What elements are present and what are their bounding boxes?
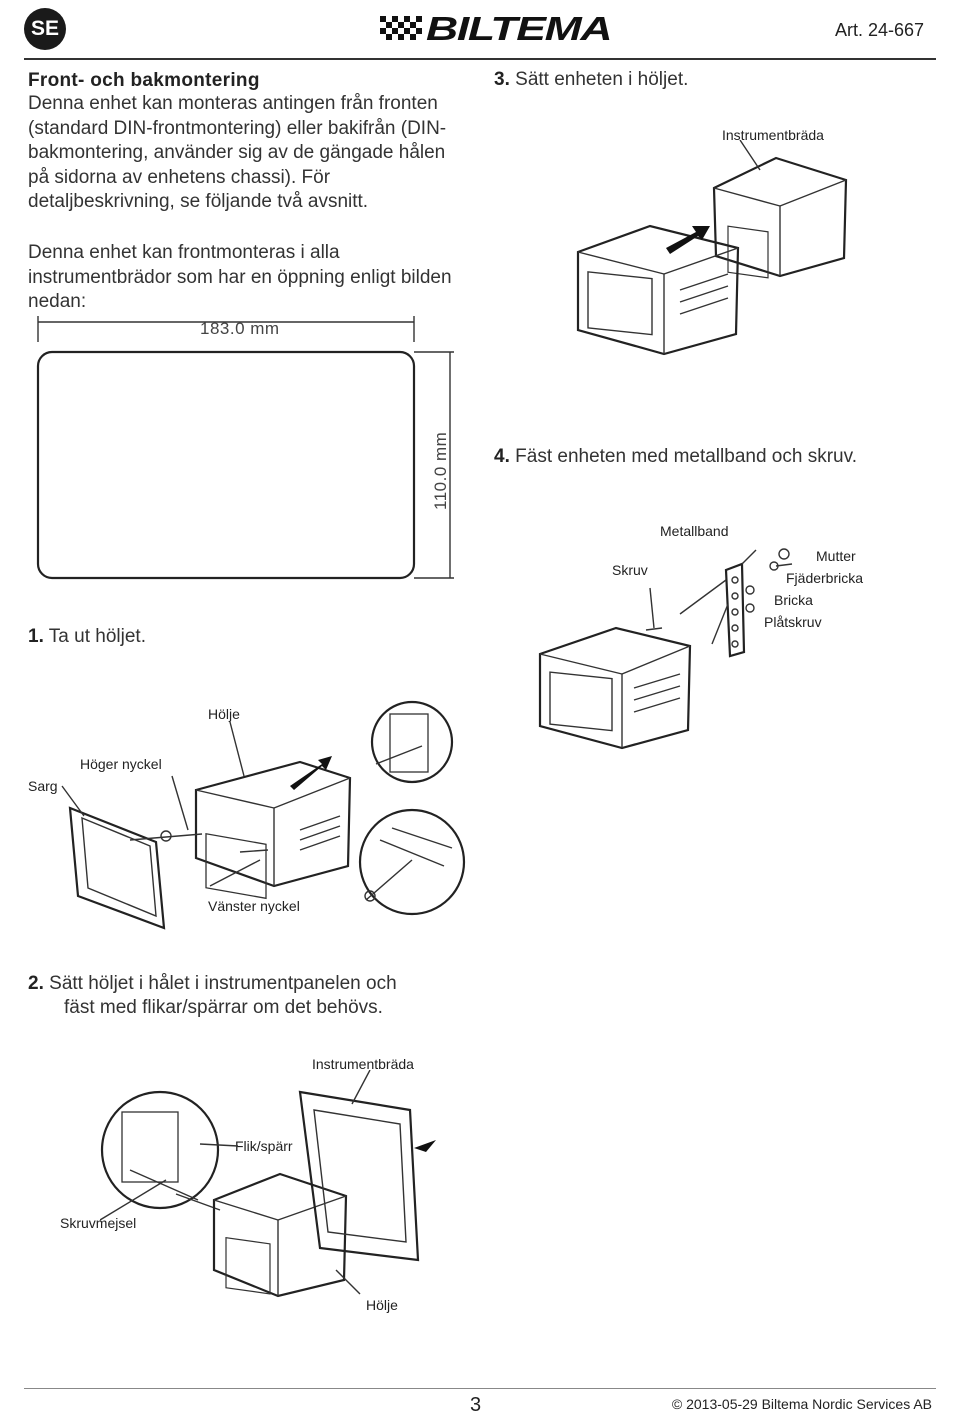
article-number: Art. 24-667 [834,20,924,40]
step-3-number: 3. [494,69,510,90]
label-vanster-nyckel: Vänster nyckel [208,898,300,914]
step-2: 2. Sätt höljet i hålet i instrumentpanel… [28,972,397,1020]
label-metallband: Metallband [660,523,729,539]
label-skruv: Skruv [612,562,648,578]
opening-width-label: 183.0 mm [200,319,280,338]
sleeve-insert-illustration [100,1070,436,1298]
footer-rule [24,1388,936,1389]
step-2-text: Sätt höljet i hålet i instrumentpanelen … [49,973,397,994]
label-fjaderbricka: Fjäderbricka [786,570,864,586]
step-4-number: 4. [494,446,510,467]
label-bricka: Bricka [774,592,813,608]
header-rule [24,58,936,60]
label-hoger-nyckel: Höger nyckel [80,756,162,772]
opening-height-label: 110.0 mm [431,431,450,510]
label-holje-2: Hölje [366,1297,398,1313]
label-instrumentbrada-2: Instrumentbräda [312,1056,414,1072]
label-platskruv: Plåtskruv [764,614,822,630]
checker-flag-icon [380,16,422,40]
step-2-number: 2. [28,973,44,994]
step-3: 3. Sätt enheten i höljet. [494,69,688,91]
step-2-text-line2: fäst med flikar/spärrar om det behövs. [64,997,383,1018]
section-title: Front- och bakmontering [28,70,260,91]
step-1-text: Ta ut höljet. [48,626,146,647]
label-mutter: Mutter [816,548,856,564]
unit-insert-illustration [576,140,848,356]
front-mount-paragraph: Denna enhet kan frontmonteras i alla ins… [28,242,452,312]
step-4: 4. Fäst enheten med metallband och skruv… [494,446,857,468]
step-3-text: Sätt enheten i höljet. [515,69,689,90]
label-flik-sparr: Flik/spärr [235,1138,293,1154]
intro-paragraph: Denna enhet kan monteras antingen från f… [28,93,447,212]
label-sarg: Sarg [28,778,58,794]
copyright: © 2013-05-29 Biltema Nordic Services AB [671,1396,932,1412]
step-1: 1. Ta ut höljet. [28,626,146,648]
label-skruvmejsel: Skruvmejsel [60,1215,137,1231]
step-4-text: Fäst enheten med metallband och skruv. [515,446,857,467]
step-1-number: 1. [28,626,44,647]
brand-wordmark: BILTEMA [426,10,613,47]
sleeve-removal-illustration [61,700,466,930]
label-holje: Hölje [208,706,240,722]
opening-dimension-diagram [36,316,454,580]
label-instrumentbrada-3: Instrumentbräda [722,127,824,143]
page-number: 3 [470,1394,482,1416]
language-badge: SE [24,8,66,50]
fastening-illustration [538,548,793,750]
biltema-logo: BILTEMA [380,10,613,47]
